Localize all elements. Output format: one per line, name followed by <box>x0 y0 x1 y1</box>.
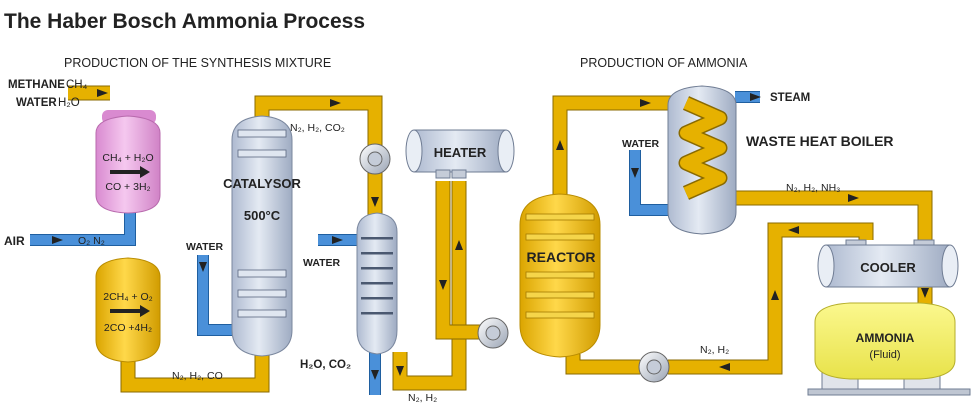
heater-label: HEATER <box>434 145 487 160</box>
stream-n2-h2-nh3: N₂, H₂, NH₃ <box>786 182 840 194</box>
stream-n2-h2-scrubber: N₂, H₂ <box>408 392 437 404</box>
recycle-pump <box>638 351 670 383</box>
steam-label: STEAM <box>770 92 810 104</box>
stream-n2-h2-recycle: N₂, H₂ <box>700 344 729 356</box>
methane-formula: CH₄ <box>66 79 88 91</box>
primary-reformer-reaction-products: CO + 3H₂ <box>105 181 150 193</box>
ammonia-tank: AMMONIA (Fluid) <box>807 302 971 396</box>
heater: HEATER <box>405 129 515 179</box>
primary-reformer-reaction-reactants: CH₄ + H₂O <box>102 152 153 164</box>
reactor-label: REACTOR <box>527 249 596 265</box>
water-input-label: WATER <box>16 97 57 109</box>
air-label: AIR <box>4 234 25 248</box>
catalysor-temperature: 500°C <box>244 208 281 223</box>
catalysor-label: CATALYSOR <box>223 176 301 191</box>
secondary-reformer-arrow-icon <box>110 305 150 317</box>
compressor-pump-2 <box>477 317 509 349</box>
stream-n2-h2-co: N₂, H₂, CO <box>172 370 223 382</box>
cooler: COOLER <box>817 239 959 288</box>
section-synthesis-heading: PRODUCTION OF THE SYNTHESIS MIXTURE <box>64 56 331 70</box>
stream-n2-h2-co2: N₂, H₂, CO₂ <box>290 122 345 134</box>
secondary-reformer: 2CH₄ + O₂ 2CO +4H₂ <box>95 257 161 363</box>
water-input-formula: H₂O <box>58 97 80 109</box>
flow-arrows <box>52 89 929 380</box>
page-title: The Haber Bosch Ammonia Process <box>4 10 365 33</box>
ammonia-state: (Fluid) <box>869 349 900 361</box>
ammonia-reactor: REACTOR <box>519 193 601 358</box>
primary-reformer-arrow-icon <box>110 166 150 178</box>
air-formula: O₂ N₂ <box>78 235 105 247</box>
scrubber-water-label: WATER <box>303 257 341 269</box>
primary-reformer: CH₄ + H₂O CO + 3H₂ <box>95 110 161 214</box>
compressor-pump-1 <box>359 143 391 175</box>
secondary-reformer-reaction-products: 2CO +4H₂ <box>104 322 152 334</box>
secondary-reformer-reaction-reactants: 2CH₄ + O₂ <box>103 291 153 303</box>
waste-heat-boiler <box>667 85 737 235</box>
section-ammonia-heading: PRODUCTION OF AMMONIA <box>580 56 748 70</box>
catalysor-column: CATALYSOR 500°C <box>223 115 301 357</box>
methane-label: METHANE <box>8 79 65 91</box>
stream-h2o-co2: H₂O, CO₂ <box>300 359 351 371</box>
ammonia-label: AMMONIA <box>856 331 915 345</box>
catalysor-water-label: WATER <box>186 241 224 253</box>
boiler-water-label: WATER <box>622 138 660 150</box>
co2-scrubber <box>356 212 398 355</box>
cooler-label: COOLER <box>860 260 916 275</box>
boiler-label: WASTE HEAT BOILER <box>746 133 894 149</box>
